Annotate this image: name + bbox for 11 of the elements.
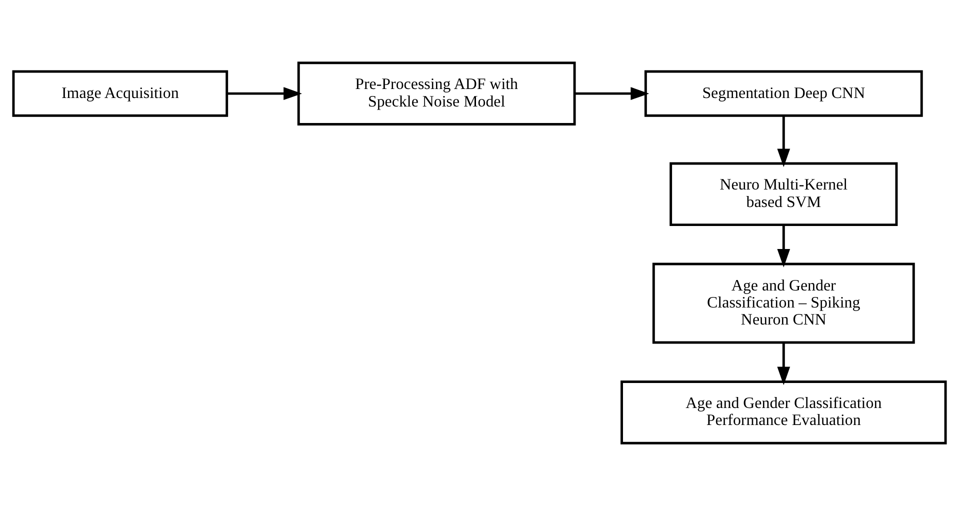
node-box: Image Acquisition bbox=[12, 70, 228, 117]
node-box: Pre-Processing ADF with Speckle Noise Model bbox=[297, 62, 576, 126]
arrow bbox=[574, 87, 650, 100]
arrow bbox=[777, 116, 790, 168]
arrow bbox=[227, 87, 302, 100]
arrow bbox=[777, 343, 790, 386]
node-box: Segmentation Deep CNN bbox=[644, 70, 923, 117]
node-box: Age and Gender Classification Performance Evaluation bbox=[620, 380, 947, 444]
node-box: Neuro Multi-Kernel based SVM bbox=[670, 162, 898, 226]
node-box: Age and Gender Classification – Spiking Neuron CNN bbox=[652, 262, 915, 344]
arrow bbox=[777, 225, 790, 268]
